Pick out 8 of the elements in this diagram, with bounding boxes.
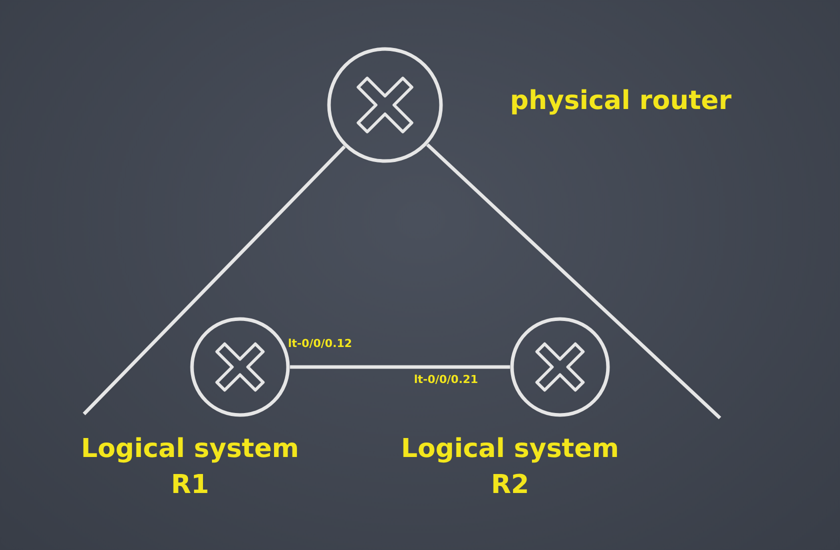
link-line [290,365,510,369]
link-line [82,145,346,416]
interface-label: lt-0/0/0.12 [288,337,352,350]
interface-label: lt-0/0/0.21 [414,373,478,386]
link-line [426,143,722,420]
router-label: physical router [510,85,732,118]
router-label: Logical system R1 [80,433,300,502]
router-label: Logical system R2 [400,433,620,502]
